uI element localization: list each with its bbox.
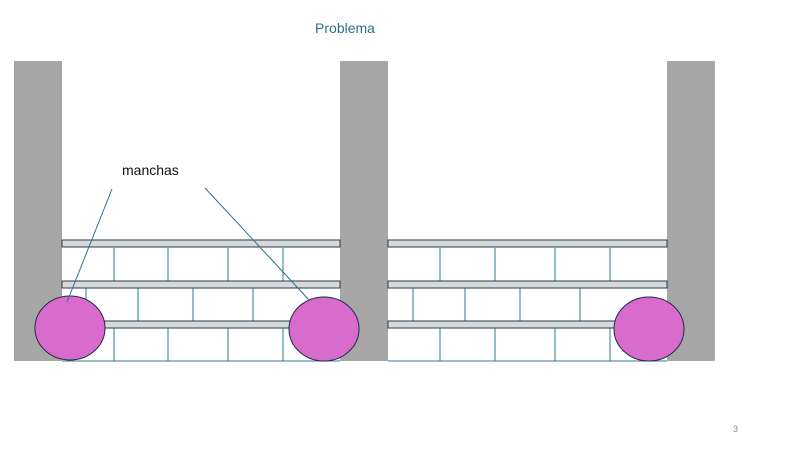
stain-spot-3	[613, 296, 685, 362]
page-number: 3	[733, 424, 739, 434]
pointer-line-2	[204, 187, 311, 302]
stain-spot-2	[288, 296, 360, 362]
pointer-line-1	[66, 188, 113, 303]
brick-wall-right	[388, 248, 667, 362]
stain-spot-1	[34, 295, 106, 361]
brick-wall-left	[62, 248, 340, 362]
slide-title: Problema	[315, 20, 375, 36]
stains-label: manchas	[122, 162, 179, 178]
